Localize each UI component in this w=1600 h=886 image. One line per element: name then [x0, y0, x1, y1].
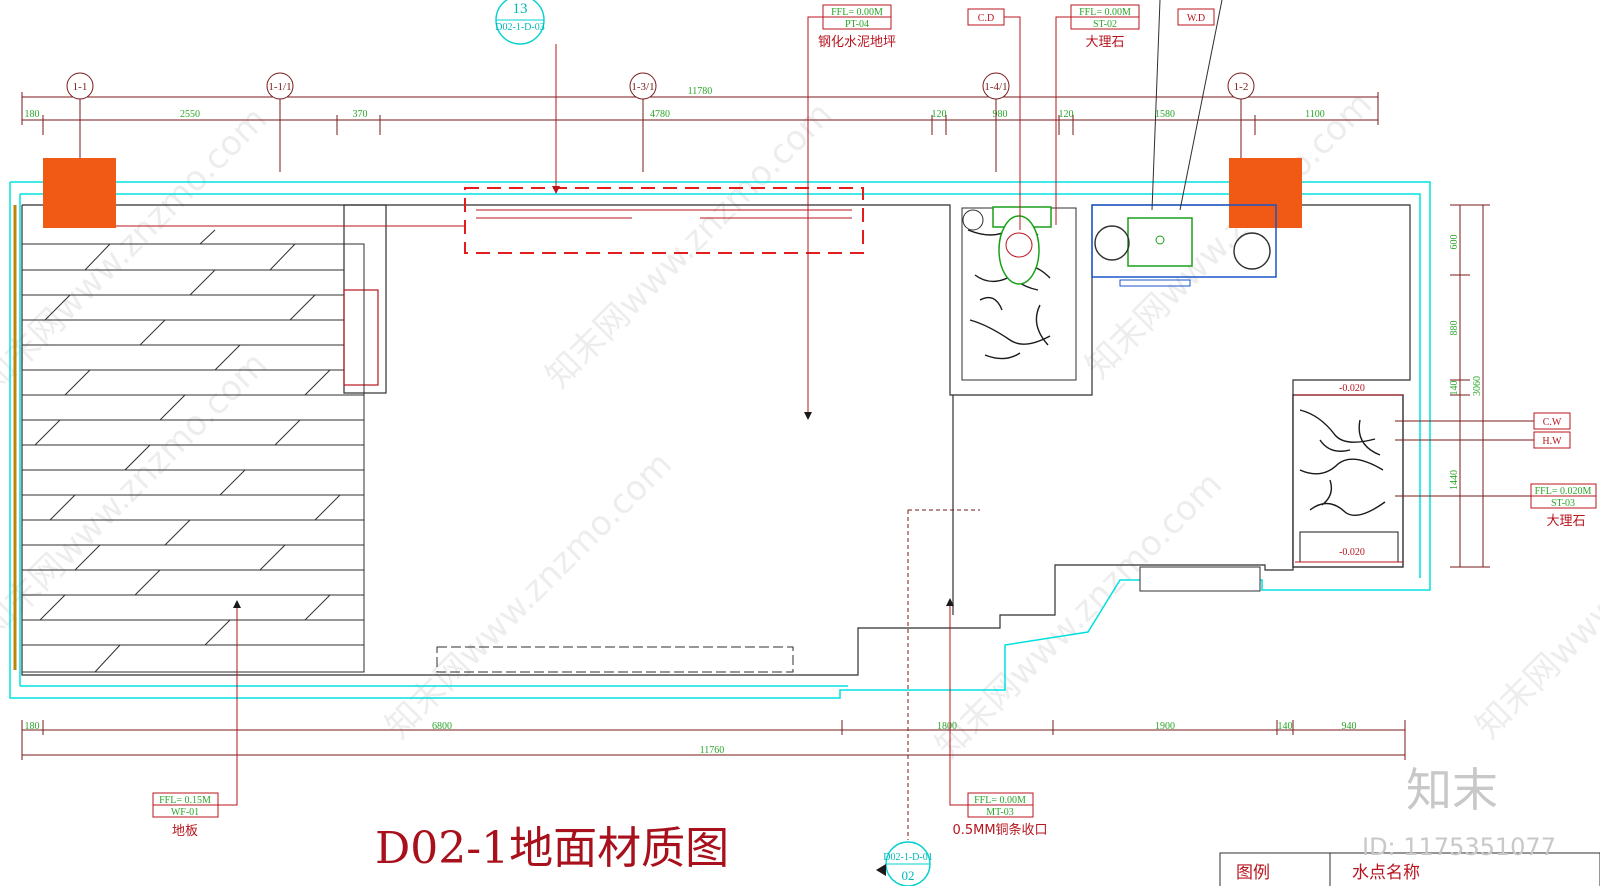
grid-bubbles [66, 72, 1255, 172]
dim-label: 1440 [1449, 470, 1460, 490]
dim-label: 600 [1449, 235, 1460, 250]
grid-label: 1-2 [1234, 81, 1249, 93]
tag-code: MT-03 [986, 807, 1013, 818]
watermark-text: 知末网www.znzmo.com [378, 444, 680, 746]
legend-col-1: 图例 [1236, 863, 1270, 883]
tag-ffl: FFL= 0.15M [159, 795, 211, 806]
tag-cd-label: C.D [978, 13, 994, 24]
dim-label: 980 [993, 109, 1008, 120]
tag-ffl: FFL= 0.00M [1079, 7, 1131, 18]
tag-code: WF-01 [171, 807, 199, 818]
tag-wf01 [152, 600, 241, 818]
tag-ffl: FFL= 0.00M [831, 7, 883, 18]
low-cabinet [436, 646, 794, 673]
dim-top-segments: 180 2550 370 4780 120 980 120 1580 1100 [25, 109, 1325, 120]
outer-wall-outline [9, 181, 1431, 699]
tag-label: 地板 [172, 824, 198, 839]
tag-wd-label: W.D [1187, 13, 1205, 24]
dim-label: 120 [1059, 109, 1074, 120]
brand-watermark: 知末 [1406, 763, 1498, 817]
dim-label: 140 [1449, 381, 1460, 396]
right-dimensions [1450, 204, 1490, 568]
wood-floor-hatch [21, 229, 365, 673]
tag-label: 大理石 [1085, 35, 1124, 50]
legend-table [1219, 852, 1600, 886]
column-right [1229, 158, 1302, 228]
dashed-cabinet [116, 187, 864, 254]
legend-col-2: 水点名称 [1352, 863, 1420, 883]
dim-label: 880 [1449, 321, 1460, 336]
dim-label: 1100 [1305, 109, 1325, 120]
grid-label: 1-3/1 [631, 81, 654, 93]
tag-label: 钢化水泥地坪 [818, 35, 896, 50]
bottom-dimensions [21, 720, 1406, 760]
dim-label: 180 [25, 721, 40, 732]
dim-bottom-segments: 180 6800 1800 1900 140 940 [25, 721, 1357, 732]
dim-label: 2550 [180, 109, 200, 120]
tag-hw-label: H.W [1542, 436, 1562, 447]
dim-label: 1900 [1155, 721, 1175, 732]
tag-cd [967, 8, 1021, 230]
tag-cw-label: C.W [1543, 417, 1562, 428]
tag-pt04 [804, 4, 892, 420]
tag-code: ST-03 [1551, 498, 1575, 509]
grid-label: 1-4/1 [984, 81, 1007, 93]
dim-label: 120 [932, 109, 947, 120]
dim-label: 940 [1342, 721, 1357, 732]
tag-ffl: FFL= 0.00M [974, 795, 1026, 806]
dim-bottom-total: 11760 [700, 745, 725, 756]
dim-label: 6800 [432, 721, 452, 732]
tag-label: 大理石 [1546, 514, 1585, 529]
vanity [1091, 204, 1277, 287]
tag-label: 0.5MM铜条收口 [952, 822, 1047, 838]
level-mark: -0.020 [1339, 547, 1365, 558]
level-mark: -0.020 [1339, 383, 1365, 394]
inner-walls [21, 204, 1411, 676]
grid-label: 1-1/1 [268, 81, 291, 93]
tag-code: ST-02 [1093, 19, 1117, 30]
bottom-section-callout [876, 509, 980, 886]
tag-st03 [1395, 483, 1597, 509]
callout-ref: D02-1-D-01 [883, 852, 932, 863]
tag-st02 [1055, 4, 1140, 225]
callout-number: 02 [902, 868, 915, 883]
bathroom-toilet [961, 206, 1077, 381]
dim-right-total: 3060 [1472, 376, 1483, 396]
watermark-text: 知末网www.znzmo.com [538, 94, 840, 396]
callout-number: 13 [513, 1, 528, 17]
door-threshold [1139, 566, 1261, 592]
dim-label: 4780 [650, 109, 670, 120]
grid-label: 1-1 [73, 81, 88, 93]
tag-ffl: FFL= 0.020M [1535, 486, 1592, 497]
top-dimensions [21, 92, 1379, 135]
drawing-title: D02-1地面材质图 [375, 823, 729, 874]
top-section-callout [495, 0, 560, 194]
dim-label: 1580 [1155, 109, 1175, 120]
tag-mt03 [946, 598, 1034, 818]
dim-label: 370 [353, 109, 368, 120]
shower [1292, 394, 1404, 568]
dim-label: 140 [1278, 721, 1293, 732]
dim-top-total: 11780 [688, 86, 713, 97]
callout-ref: D02-1-D-03 [495, 22, 544, 33]
id-watermark: ID: 1175351077 [1362, 833, 1556, 861]
tag-code: PT-04 [845, 19, 869, 30]
watermark-text: 知末网www.znzmo.com [1078, 84, 1380, 386]
dim-label: 180 [25, 109, 40, 120]
column-left [43, 158, 116, 228]
tag-cw-hw [1395, 412, 1571, 449]
tag-wd [1151, 0, 1223, 211]
dim-label: 1800 [937, 721, 957, 732]
